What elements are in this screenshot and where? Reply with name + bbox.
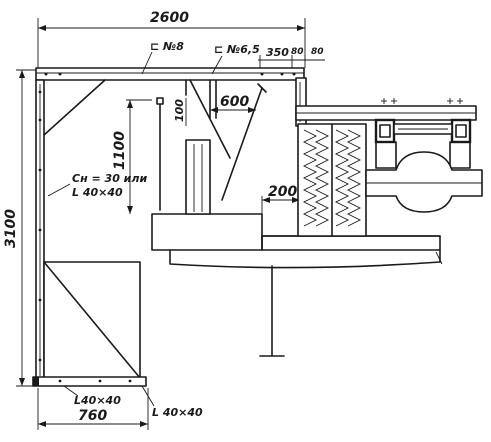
base-left-label: L40×40: [74, 394, 121, 407]
dim-600-label: 600: [220, 94, 249, 110]
channel-no65-label: ⊏ №6,5: [214, 43, 260, 56]
dim-1100-label: 1100: [112, 131, 128, 170]
dim-200: 200: [261, 184, 300, 236]
dim-350-label: 350: [266, 46, 289, 59]
dim-200-label: 200: [268, 184, 297, 200]
rail-body: [365, 151, 483, 213]
base-right-label: L 40×40: [152, 406, 203, 419]
dim-3100-label: 3100: [3, 209, 19, 248]
spring-block: [297, 123, 367, 237]
dim-80a-label: 80: [291, 47, 304, 57]
top-beam-channel: [35, 67, 305, 81]
dim-top-small: 350 80 80: [258, 46, 325, 68]
vertical-post: [35, 79, 45, 381]
post-spec-line1: Cн = 30 или: [72, 172, 147, 185]
mid-post: [185, 79, 267, 201]
base-slab: [151, 213, 443, 269]
lower-panel: [43, 261, 141, 379]
slab-post: [185, 139, 211, 215]
dim-base-width: 760: [37, 388, 149, 430]
dim-1100: 1100: [112, 99, 152, 214]
ground-post: [259, 265, 285, 357]
dim-80b-label: 80: [311, 47, 324, 57]
left-diagonal-brace: [43, 79, 106, 136]
bearing-pads: [375, 141, 471, 169]
base-angle: [32, 376, 147, 387]
channel-labels: ⊏ №8 ⊏ №6,5: [141, 40, 260, 75]
dim-overall-width: 2600: [37, 10, 306, 78]
dim-600: 600: [210, 94, 256, 113]
base-labels: L40×40 L 40×40: [63, 385, 203, 419]
rail-beam: [295, 98, 477, 121]
bearing-blocks: [374, 118, 472, 144]
dim-overall-height: 3100: [3, 69, 44, 387]
post-spec-label: Cн = 30 или L 40×40: [47, 172, 147, 199]
dim-100: 100: [173, 98, 187, 126]
dim-2600-label: 2600: [150, 10, 189, 26]
channel-no8-label: ⊏ №8: [150, 40, 184, 53]
post-spec-line2: L 40×40: [72, 186, 123, 199]
dim-100-label: 100: [173, 99, 186, 122]
hanger-rod: [156, 97, 164, 211]
dim-760-label: 760: [78, 408, 107, 424]
